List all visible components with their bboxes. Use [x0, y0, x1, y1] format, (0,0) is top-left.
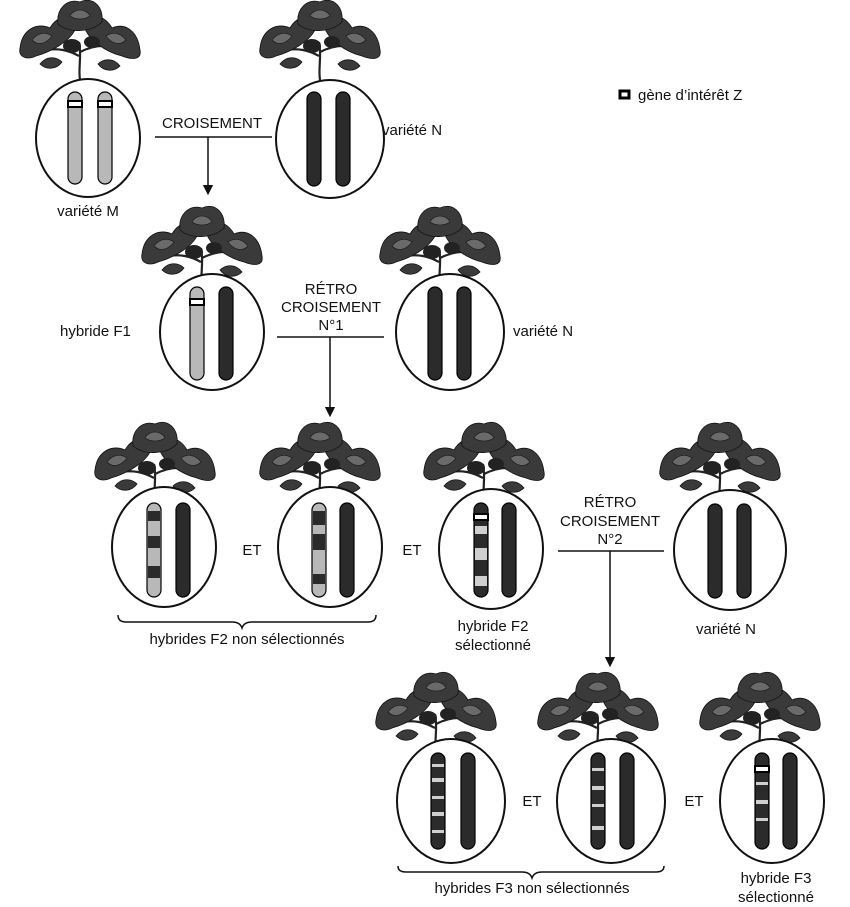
chromosome-f2a-2: [175, 502, 191, 598]
label-et-1: ET: [242, 542, 261, 559]
label-et-3: ET: [522, 793, 541, 810]
gene-marker-icon: [97, 100, 113, 108]
cell-f2-a: [111, 486, 217, 608]
brace-f2: [117, 614, 377, 631]
chromosome-f3a-1: [430, 752, 446, 850]
gene-marker-icon: [67, 100, 83, 108]
label-croisement: CROISEMENT: [162, 115, 262, 132]
chromosome-n-1: [306, 91, 322, 187]
chromosome-n-2: [335, 91, 351, 187]
label-hybride-f1: hybride F1: [60, 323, 131, 340]
gene-marker-icon: [473, 513, 489, 521]
chromosome-n2-1: [427, 286, 443, 381]
cell-f3-b: [556, 738, 666, 864]
cell-variete-n-3: [673, 489, 787, 611]
cell-f3-selected: [719, 738, 825, 864]
chromosome-m-2: [97, 91, 113, 185]
label-retro-2: RÉTRO: [584, 494, 637, 511]
chromosome-f3s-2: [782, 752, 798, 850]
label-croisement-upper-1: CROISEMENT: [281, 299, 381, 316]
label-et-2: ET: [402, 542, 421, 559]
label-croisement-upper-2: CROISEMENT: [560, 513, 660, 530]
label-hybrides-f3-non: hybrides F3 non sélectionnés: [434, 880, 629, 897]
label-n2: N°2: [597, 531, 622, 548]
gene-marker-icon: [189, 298, 205, 306]
brace-f3: [397, 865, 665, 881]
chromosome-n3-1: [707, 503, 723, 599]
label-hybrides-f2-non: hybrides F2 non sélectionnés: [149, 631, 344, 648]
chromosome-n3-2: [736, 503, 752, 599]
label-selectionne-f3: sélectionné: [738, 889, 814, 906]
label-selectionne-f2: sélectionné: [455, 637, 531, 654]
chromosome-f3a-2: [460, 752, 476, 850]
chromosome-f1-1: [189, 286, 205, 381]
label-retro-1: RÉTRO: [305, 281, 358, 298]
label-variete-n-2: variété N: [513, 323, 573, 340]
label-et-4: ET: [684, 793, 703, 810]
cell-variete-n: [275, 79, 385, 199]
cell-f3-a: [396, 738, 506, 864]
cell-variete-n-2: [395, 273, 505, 391]
chromosome-f2s-2: [501, 502, 517, 598]
cell-variete-m: [35, 78, 141, 198]
tomato-plant-icon: [18, 0, 142, 82]
legend-gene-label: gène d’intérêt Z: [638, 87, 742, 104]
chromosome-m-1: [67, 91, 83, 185]
gene-marker-icon: [618, 89, 631, 100]
label-hybride-f3: hybride F3: [741, 870, 812, 887]
tomato-plant-icon: [374, 671, 498, 754]
chromosome-f1-2: [218, 286, 234, 381]
gene-marker-icon: [754, 765, 770, 773]
cell-f2-selected: [438, 488, 544, 610]
chromosome-f3b-1: [590, 752, 606, 850]
cell-f2-b: [277, 486, 383, 608]
chromosome-n2-2: [456, 286, 472, 381]
label-variete-n-1: variété N: [382, 122, 442, 139]
cell-hybride-f1: [159, 273, 265, 391]
label-hybride-f2: hybride F2: [458, 618, 529, 635]
chromosome-f3b-2: [619, 752, 635, 850]
label-n1: N°1: [318, 317, 343, 334]
label-variete-m: variété M: [57, 203, 119, 220]
chromosome-f2b-2: [339, 502, 355, 598]
tomato-plant-icon: [258, 0, 382, 82]
label-variete-n-3: variété N: [696, 621, 756, 638]
